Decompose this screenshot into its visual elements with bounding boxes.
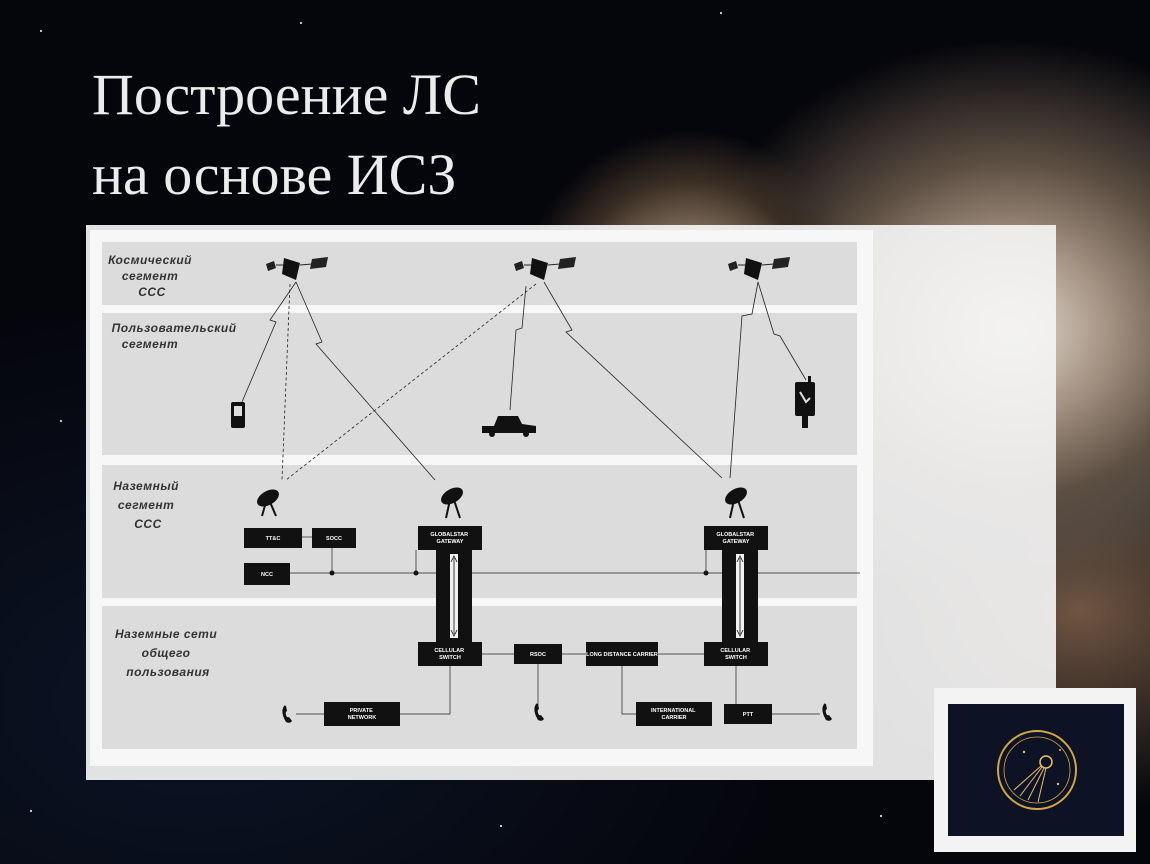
ptt-box <box>724 704 772 724</box>
network-diagram: Космический сегмент ССС Пользовательский… <box>90 230 873 766</box>
rsoc-box <box>514 644 562 664</box>
dish-antenna-icon <box>441 487 463 519</box>
private-network-box <box>324 702 400 726</box>
ncc-box <box>244 563 290 585</box>
star <box>60 420 62 422</box>
satellite-icon <box>266 257 328 280</box>
switch-private-link <box>400 666 451 715</box>
socc-label: SOCC <box>326 536 342 542</box>
segment-label-space: Космический сегмент ССС <box>108 253 196 299</box>
sputnik-logo-icon <box>997 730 1077 810</box>
trunk-arrow <box>736 555 744 637</box>
gateway-label: GLOBALSTAR GATEWAY <box>430 532 469 545</box>
ttc-label: TT&C <box>266 536 281 542</box>
long-distance-box <box>586 642 658 666</box>
cellular-switch-label: CELLULAR SWITCH <box>720 648 751 661</box>
gateway-label: GLOBALSTAR GATEWAY <box>716 532 755 545</box>
cellular-switch-box <box>704 642 768 666</box>
ncc-label: NCC <box>261 572 273 578</box>
dish-antenna-icon <box>725 487 747 519</box>
star <box>300 22 302 24</box>
dash-sat2-ttc <box>285 283 537 481</box>
segment-label-public: Наземные сети общего пользования <box>115 627 221 679</box>
segment-label-user: Пользовательский сегмент <box>112 321 241 351</box>
logo-frame <box>934 688 1136 852</box>
dish-antenna-icon <box>257 489 279 517</box>
ld-international-link <box>621 666 636 715</box>
ttc-box <box>244 528 302 548</box>
rsoc-label: RSOC <box>530 652 546 658</box>
international-carrier-label: INTERNATIONAL CARRIER <box>651 708 697 721</box>
telephone-icon <box>282 705 292 723</box>
socc-box <box>312 528 356 548</box>
phone-booth-icon <box>795 376 815 428</box>
band-user <box>102 313 857 455</box>
ptt-label: PTT <box>743 712 754 718</box>
cellular-switch-box <box>418 642 482 666</box>
telephone-icon <box>822 703 832 721</box>
telephone-icon <box>534 703 544 721</box>
star <box>500 825 502 827</box>
band-space <box>102 242 857 305</box>
link-sat2-gateway2 <box>543 281 723 479</box>
private-network-label: PRIVATE NETWORK <box>348 708 376 721</box>
satellite-icon <box>728 257 790 280</box>
satellite-icon <box>514 257 576 280</box>
link-sat1-handset <box>241 281 297 403</box>
long-distance-label: LONG DISTANCE CARRIER <box>586 652 658 658</box>
link-sat1-gateway1 <box>295 281 436 481</box>
gateway-box <box>704 526 768 550</box>
handset-icon <box>231 402 245 428</box>
link-sat3-booth <box>757 281 807 381</box>
title-line-2: на основе ИСЗ <box>92 142 457 207</box>
slide-title: Построение ЛС на основе ИСЗ <box>92 55 481 215</box>
link-sat2-car <box>509 285 527 411</box>
car-icon <box>482 416 536 437</box>
segment-label-ground: Наземный сегмент ССС <box>113 479 183 531</box>
international-carrier-box <box>636 702 712 726</box>
star <box>40 30 42 32</box>
cellular-switch-label: CELLULAR SWITCH <box>434 648 465 661</box>
star <box>880 815 882 817</box>
logo-panel <box>948 704 1124 836</box>
star <box>720 12 722 14</box>
gateway-box <box>418 526 482 550</box>
star <box>30 810 32 812</box>
link-sat3-gateway2 <box>729 281 759 479</box>
title-line-1: Построение ЛС <box>92 62 481 127</box>
trunk-arrow <box>450 555 458 637</box>
